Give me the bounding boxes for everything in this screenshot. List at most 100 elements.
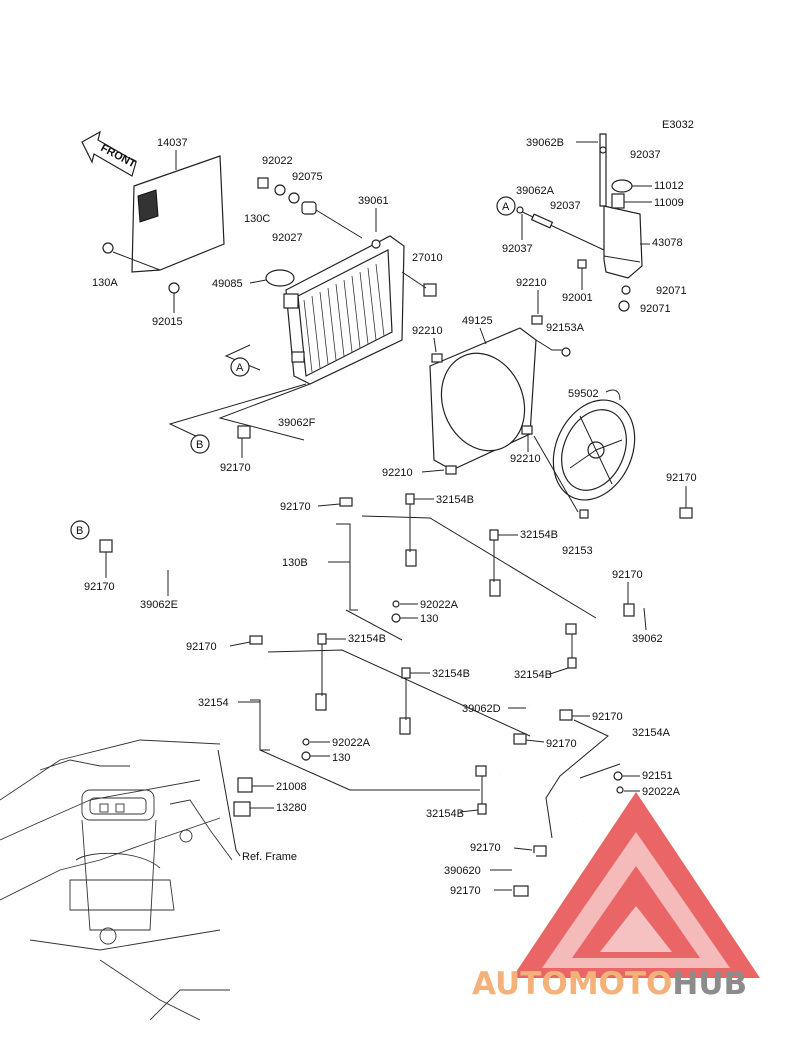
- label-92170-d: 92170: [612, 569, 643, 581]
- fastener-group-92022: [257, 177, 363, 239]
- label-130-a: 130: [420, 613, 438, 625]
- part-39062E-hose: [99, 539, 263, 645]
- part-39062-hose: [623, 507, 693, 617]
- label-130B-c: 32154B: [514, 669, 552, 681]
- label-130B-b: 32154B: [520, 529, 558, 541]
- label-92022: 92022: [262, 155, 293, 167]
- label-39062E: 39062E: [140, 599, 178, 611]
- label-130B-a: 32154B: [436, 494, 474, 506]
- clamp-92170-j: [513, 885, 529, 897]
- label-32154A: 32154A: [632, 727, 671, 739]
- label-92027: 92027: [272, 232, 303, 244]
- label-59502: 59502: [568, 388, 599, 400]
- part-39062A-small-hose: [516, 206, 605, 251]
- vehicle-frame-sketch: [0, 739, 233, 1021]
- label-39062D: 39062D: [462, 703, 501, 715]
- part-21008: [237, 777, 253, 793]
- front-arrow-icon: FRONT: [81, 130, 138, 177]
- part-39061-radiator: [283, 235, 405, 385]
- label-130C: 130C: [244, 213, 270, 225]
- label-92151: 92151: [642, 770, 673, 782]
- label-92037-low: 92037: [502, 243, 533, 255]
- label-49085: 49085: [212, 278, 243, 290]
- part-43078-reserve-tank: [603, 179, 643, 279]
- label-92170-g: 92170: [592, 711, 623, 723]
- label-43078: 43078: [652, 237, 683, 249]
- part-49085-radiator-cap: [265, 269, 295, 287]
- label-92037-mid: 92037: [550, 200, 581, 212]
- label-39062B: 39062B: [526, 137, 564, 149]
- label-390620: 390620: [444, 865, 481, 877]
- part-32154B-water-pipe: [358, 513, 599, 635]
- watermark-part1: AUTOMOTO: [472, 966, 672, 1002]
- part-49125-fan-shroud: [429, 327, 537, 471]
- callout-b-top-text: B: [196, 439, 203, 451]
- label-92022A-b: 92022A: [332, 737, 371, 749]
- label-92075: 92075: [292, 171, 323, 183]
- label-92071-a: 92071: [656, 285, 687, 297]
- label-92071-b: 92071: [640, 303, 671, 315]
- automotohub-watermark-logo: [512, 792, 760, 978]
- label-130-b: 130: [332, 752, 350, 764]
- label-32154B: 130B: [282, 557, 308, 569]
- label-92170-e: 92170: [84, 581, 115, 593]
- label-92153A: 92153A: [546, 322, 585, 334]
- label-39061: 39061: [358, 195, 389, 207]
- label-130A: 130A: [92, 277, 118, 289]
- part-14037-shroud-plate: [102, 155, 225, 294]
- watermark-text: AUTOMOTOHUB: [472, 966, 747, 1002]
- callout-a-left-text: A: [236, 362, 244, 374]
- label-92170-i: 92170: [470, 842, 501, 854]
- label-92170-f: 92170: [186, 641, 217, 653]
- label-14037: 14037: [157, 137, 188, 149]
- callout-a-left: [230, 357, 250, 377]
- label-130B-e: 32154B: [432, 668, 470, 680]
- part-27010-fan-switch: [401, 271, 437, 297]
- label-130B-f: 32154B: [426, 808, 464, 820]
- part-39062F-hose: [237, 425, 353, 507]
- part-39062B-overflow-hose: [599, 133, 607, 207]
- label-32154: 32154: [198, 697, 229, 709]
- label-92170-h: 92170: [546, 738, 577, 750]
- label-39062A: 39062A: [516, 185, 555, 197]
- callout-b-bottom: [70, 520, 90, 540]
- watermark-part2: HUB: [672, 966, 747, 1002]
- label-92210-bottom: 92210: [382, 467, 413, 479]
- label-92170-c: 92170: [666, 472, 697, 484]
- label-92170-b: 92170: [280, 501, 311, 513]
- part-59502-cooling-fan: [552, 389, 636, 519]
- label-49125: 49125: [462, 315, 493, 327]
- ref-frame-label: Ref. Frame: [242, 851, 297, 863]
- label-92210-left: 92210: [412, 325, 443, 337]
- label-92210-top: 92210: [516, 277, 547, 289]
- callout-a-right: [496, 196, 516, 216]
- label-92001: 92001: [562, 292, 593, 304]
- label-92170-j: 92170: [450, 885, 481, 897]
- part-13280: [233, 801, 251, 817]
- clamp-92170-i: [533, 845, 547, 857]
- label-92022A-a: 92022A: [420, 599, 459, 611]
- callout-a-right-text: A: [502, 201, 510, 213]
- label-92015: 92015: [152, 316, 183, 328]
- label-39062: 39062: [632, 633, 663, 645]
- callout-b-top: [190, 434, 210, 454]
- label-21008: 21008: [276, 781, 307, 793]
- label-130B-d: 32154B: [348, 633, 386, 645]
- label-92170-a: 92170: [220, 462, 251, 474]
- label-11012: 11012: [654, 180, 684, 192]
- label-92153: 92153: [562, 545, 593, 557]
- label-92037-top: 92037: [630, 149, 661, 161]
- label-27010: 27010: [412, 252, 443, 264]
- diagram-code: E3032: [662, 119, 694, 131]
- label-39062F: 39062F: [278, 417, 316, 429]
- part-390620-hose: [515, 853, 537, 876]
- label-92210-right: 92210: [510, 453, 541, 465]
- part-32154A-water-pipe: [581, 791, 630, 826]
- part-39062D-hose: [513, 699, 573, 745]
- label-92022A-c: 92022A: [642, 786, 681, 798]
- label-13280: 13280: [276, 802, 307, 814]
- bolt-92001: [577, 259, 587, 269]
- callout-b-bottom-text: B: [76, 525, 83, 537]
- part-32154-water-pipe: [262, 655, 504, 777]
